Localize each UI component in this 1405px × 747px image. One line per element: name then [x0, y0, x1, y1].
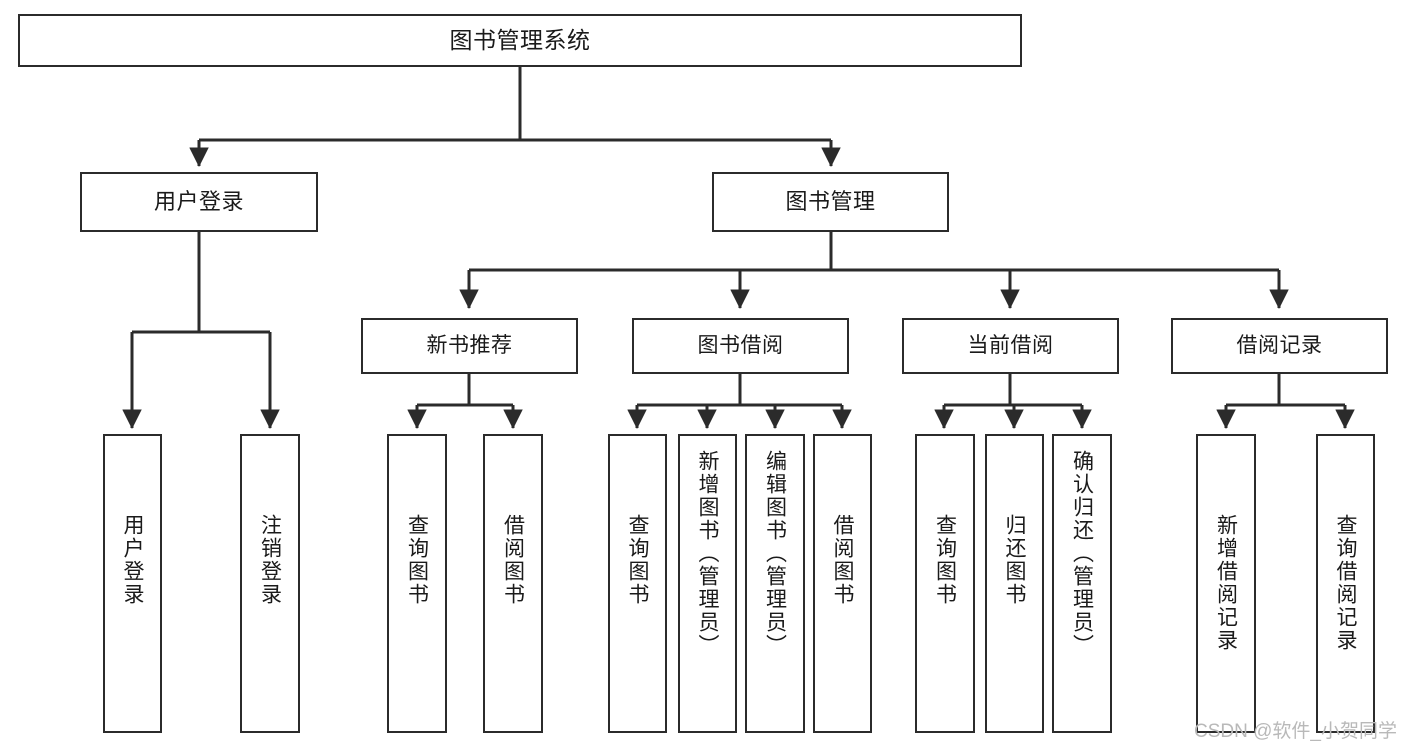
node-leaf-add-borrow-record[interactable]: 新增借阅记录	[1196, 434, 1256, 733]
node-leaf-query-book-recommend[interactable]: 查询图书	[387, 434, 447, 733]
node-leaf-query-book-recommend-label: 查询图书	[405, 514, 429, 606]
node-book-borrow[interactable]: 图书借阅	[632, 318, 849, 374]
node-leaf-query-book-current[interactable]: 查询图书	[915, 434, 975, 733]
node-current-borrow[interactable]: 当前借阅	[902, 318, 1119, 374]
node-leaf-add-book-label: 新增图书（管理员）	[696, 450, 719, 657]
node-root-label: 图书管理系统	[449, 26, 591, 53]
node-book-management[interactable]: 图书管理	[712, 172, 949, 232]
node-leaf-user-login[interactable]: 用户登录	[103, 434, 162, 733]
node-leaf-query-book-borrow-label: 查询图书	[626, 514, 649, 606]
node-leaf-user-login-label: 用户登录	[121, 514, 144, 606]
node-leaf-user-logout-label: 注销登录	[258, 514, 282, 606]
node-leaf-add-book[interactable]: 新增图书（管理员）	[678, 434, 737, 733]
node-leaf-borrow-book-recommend-label: 借阅图书	[501, 514, 525, 606]
node-borrow-record[interactable]: 借阅记录	[1171, 318, 1388, 374]
node-borrow-record-label: 借阅记录	[1236, 333, 1323, 357]
node-leaf-borrow-book[interactable]: 借阅图书	[813, 434, 872, 733]
node-book-management-label: 图书管理	[785, 189, 876, 215]
node-leaf-borrow-book-label: 借阅图书	[831, 514, 854, 606]
node-leaf-query-book-borrow[interactable]: 查询图书	[608, 434, 667, 733]
node-leaf-edit-book-label: 编辑图书（管理员）	[763, 450, 787, 657]
node-book-borrow-label: 图书借阅	[697, 333, 784, 357]
node-leaf-borrow-book-recommend[interactable]: 借阅图书	[483, 434, 543, 733]
node-leaf-confirm-return[interactable]: 确认归还（管理员）	[1052, 434, 1112, 733]
node-current-borrow-label: 当前借阅	[967, 333, 1054, 357]
node-leaf-edit-book[interactable]: 编辑图书（管理员）	[745, 434, 805, 733]
node-leaf-confirm-return-label: 确认归还（管理员）	[1070, 450, 1094, 657]
node-new-book-recommend[interactable]: 新书推荐	[361, 318, 578, 374]
node-leaf-query-borrow-record-label: 查询借阅记录	[1334, 514, 1357, 652]
node-new-book-recommend-label: 新书推荐	[426, 333, 513, 357]
node-user-login-label: 用户登录	[153, 189, 244, 215]
node-user-login[interactable]: 用户登录	[80, 172, 318, 232]
node-leaf-return-book[interactable]: 归还图书	[985, 434, 1044, 733]
node-leaf-add-borrow-record-label: 新增借阅记录	[1214, 514, 1238, 652]
node-leaf-return-book-label: 归还图书	[1003, 514, 1026, 606]
node-leaf-query-book-current-label: 查询图书	[933, 514, 957, 606]
node-root-system[interactable]: 图书管理系统	[18, 14, 1022, 67]
node-leaf-user-logout[interactable]: 注销登录	[240, 434, 300, 733]
node-leaf-query-borrow-record[interactable]: 查询借阅记录	[1316, 434, 1375, 733]
